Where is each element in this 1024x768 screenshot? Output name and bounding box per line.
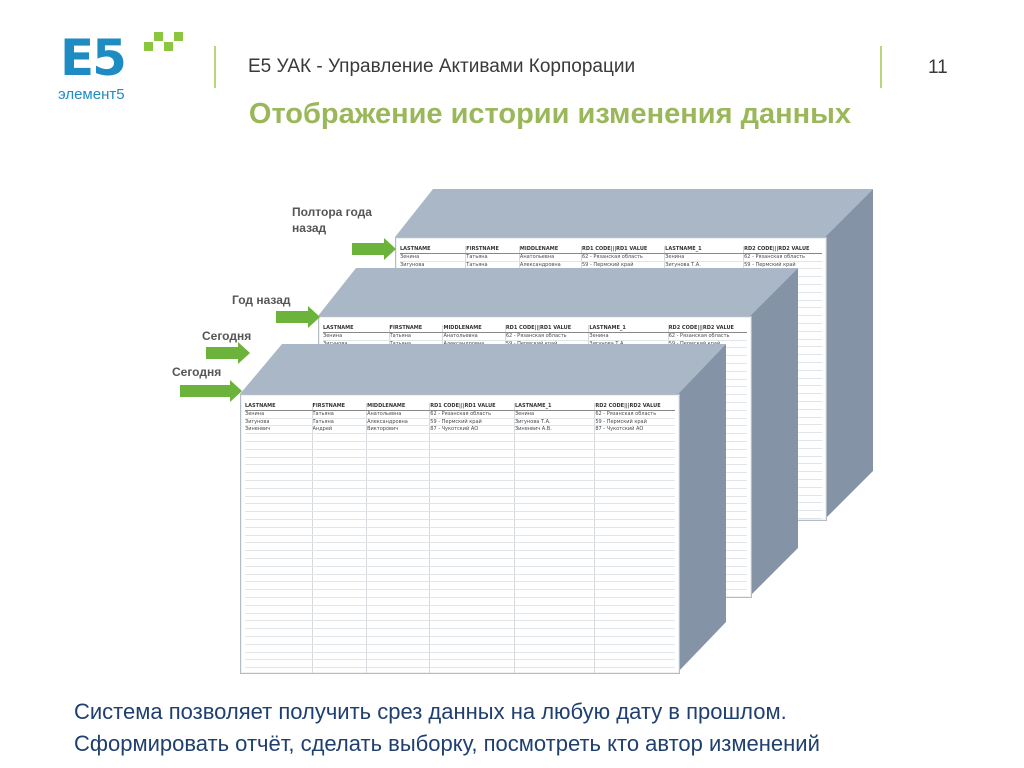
caption-line-1: Система позволяет получить срез данных н…	[74, 699, 787, 724]
arrow-right-icon	[276, 306, 320, 328]
table-row-blank	[245, 434, 675, 442]
label-today-front: Сегодня	[172, 365, 222, 379]
table-row-blank	[245, 512, 675, 520]
table-row-blank	[245, 566, 675, 575]
snapshot-table-today: LASTNAME FIRSTNAME MIDDLENAME RD1 CODE||…	[245, 403, 675, 673]
table-row-blank	[245, 582, 675, 591]
table-row-blank	[245, 488, 675, 497]
slide-title: Отображение истории изменения данных	[248, 98, 852, 130]
table-row-blank	[245, 449, 675, 458]
table-row: Зенина Татьяна Анатольевна 62 - Рязанска…	[400, 253, 822, 262]
table-row-blank	[245, 660, 675, 669]
table-row-blank	[245, 441, 675, 450]
table-row-blank	[245, 636, 675, 645]
logo-mark: E5	[60, 29, 127, 87]
table-row-blank	[245, 668, 675, 673]
page-number: 11	[928, 57, 948, 78]
logo-wordmark: элемент5	[58, 86, 125, 103]
arrow-right-icon	[180, 380, 242, 402]
table-header-row: LASTNAME FIRSTNAME MIDDLENAME RD1 CODE||…	[400, 246, 822, 254]
table-row-blank	[245, 613, 675, 622]
header-divider-right	[880, 46, 882, 88]
table-row-blank	[245, 480, 675, 489]
table-row-blank	[245, 473, 675, 481]
table-row-blank	[245, 535, 675, 544]
table-row-blank	[245, 652, 675, 661]
table-row-blank	[245, 558, 675, 567]
table-row-blank	[245, 527, 675, 536]
label-one-and-half-years-ago: Полтора года назад	[292, 205, 372, 235]
company-logo: E5 элемент5	[54, 28, 194, 108]
table-row-blank	[245, 644, 675, 653]
table-row-blank	[245, 457, 675, 466]
table-row-blank	[245, 504, 675, 513]
table-row: Зенина Татьяна Анатольевна 62 - Рязанска…	[323, 332, 747, 341]
slide-caption: Система позволяет получить срез данных н…	[74, 696, 974, 760]
table-row-blank	[245, 543, 675, 552]
table-filler-rows	[245, 434, 675, 673]
label-today-back: Сегодня	[202, 329, 252, 343]
arrow-right-icon	[352, 238, 396, 260]
table-row-blank	[245, 590, 675, 598]
table-header-row: LASTNAME FIRSTNAME MIDDLENAME RD1 CODE||…	[323, 325, 747, 333]
table-row-blank	[245, 574, 675, 583]
table-row-blank	[245, 519, 675, 528]
table-row-blank	[245, 629, 675, 637]
table-row-blank	[245, 551, 675, 559]
table-row-blank	[245, 465, 675, 474]
table-row: Зенина Татьяна Анатольевна 62 - Рязанска…	[245, 410, 675, 419]
header-divider-left	[214, 46, 216, 88]
table-header-row: LASTNAME FIRSTNAME MIDDLENAME RD1 CODE||…	[245, 403, 675, 411]
table-row-blank	[245, 621, 675, 630]
table-row: Зигунова Татьяна Александровна 59 - Перм…	[245, 418, 675, 427]
table-row-blank	[245, 496, 675, 505]
table-row-blank	[245, 597, 675, 606]
header-title: E5 УАК - Управление Активами Корпорации	[248, 56, 636, 77]
label-year-ago: Год назад	[232, 293, 291, 307]
caption-line-2: Сформировать отчёт, сделать выборку, пос…	[74, 731, 820, 756]
table-row-blank	[245, 605, 675, 614]
arrow-right-icon	[206, 342, 250, 364]
table-row: Зиненвич Андрей Викторович 87 - Чукотски…	[245, 426, 675, 435]
